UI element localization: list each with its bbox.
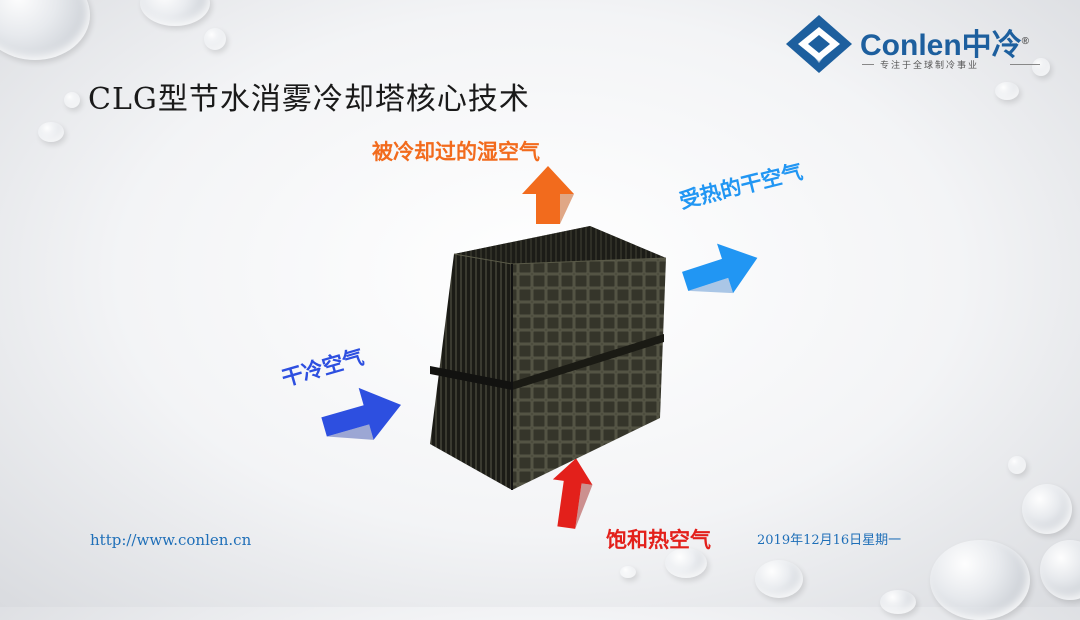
arrow-up-icon: [522, 166, 574, 224]
label-heated-dry-air: 受热的干空气: [676, 159, 806, 214]
conlen-logo-icon: [786, 15, 852, 73]
arrow-right-icon: [682, 243, 758, 294]
slide-title: CLG型节水消雾冷却塔核心技术: [88, 82, 530, 117]
water-drop: [995, 82, 1019, 100]
water-drop: [140, 0, 210, 26]
logo-slogan: 专注于全球制冷事业: [880, 60, 980, 70]
water-drop: [665, 548, 707, 578]
registered-mark: ®: [1021, 36, 1030, 47]
arrow-up-icon: [552, 458, 593, 529]
water-drop: [1032, 58, 1050, 76]
label-cooled-humid-air: 被冷却过的湿空气: [372, 140, 540, 164]
footer-url-link[interactable]: http://www.conlen.cn: [90, 531, 252, 549]
water-drop: [620, 566, 636, 578]
water-drop: [755, 560, 803, 598]
footer-date: 2019年12月16日星期一: [757, 533, 902, 548]
water-drop: [38, 122, 64, 142]
logo-brand-name: Conlen中冷®: [860, 29, 1030, 62]
water-drop: [1008, 456, 1026, 474]
water-drop: [0, 0, 90, 60]
label-saturated-hot-air: 饱和热空气: [606, 528, 711, 552]
water-drop: [204, 28, 226, 50]
water-drop: [1022, 484, 1072, 534]
water-drop: [1040, 540, 1080, 600]
arrow-right-icon: [321, 387, 402, 440]
water-drop: [64, 92, 80, 108]
fill-media-block: [430, 226, 667, 490]
water-drop: [930, 540, 1030, 620]
water-drop: [880, 590, 916, 614]
